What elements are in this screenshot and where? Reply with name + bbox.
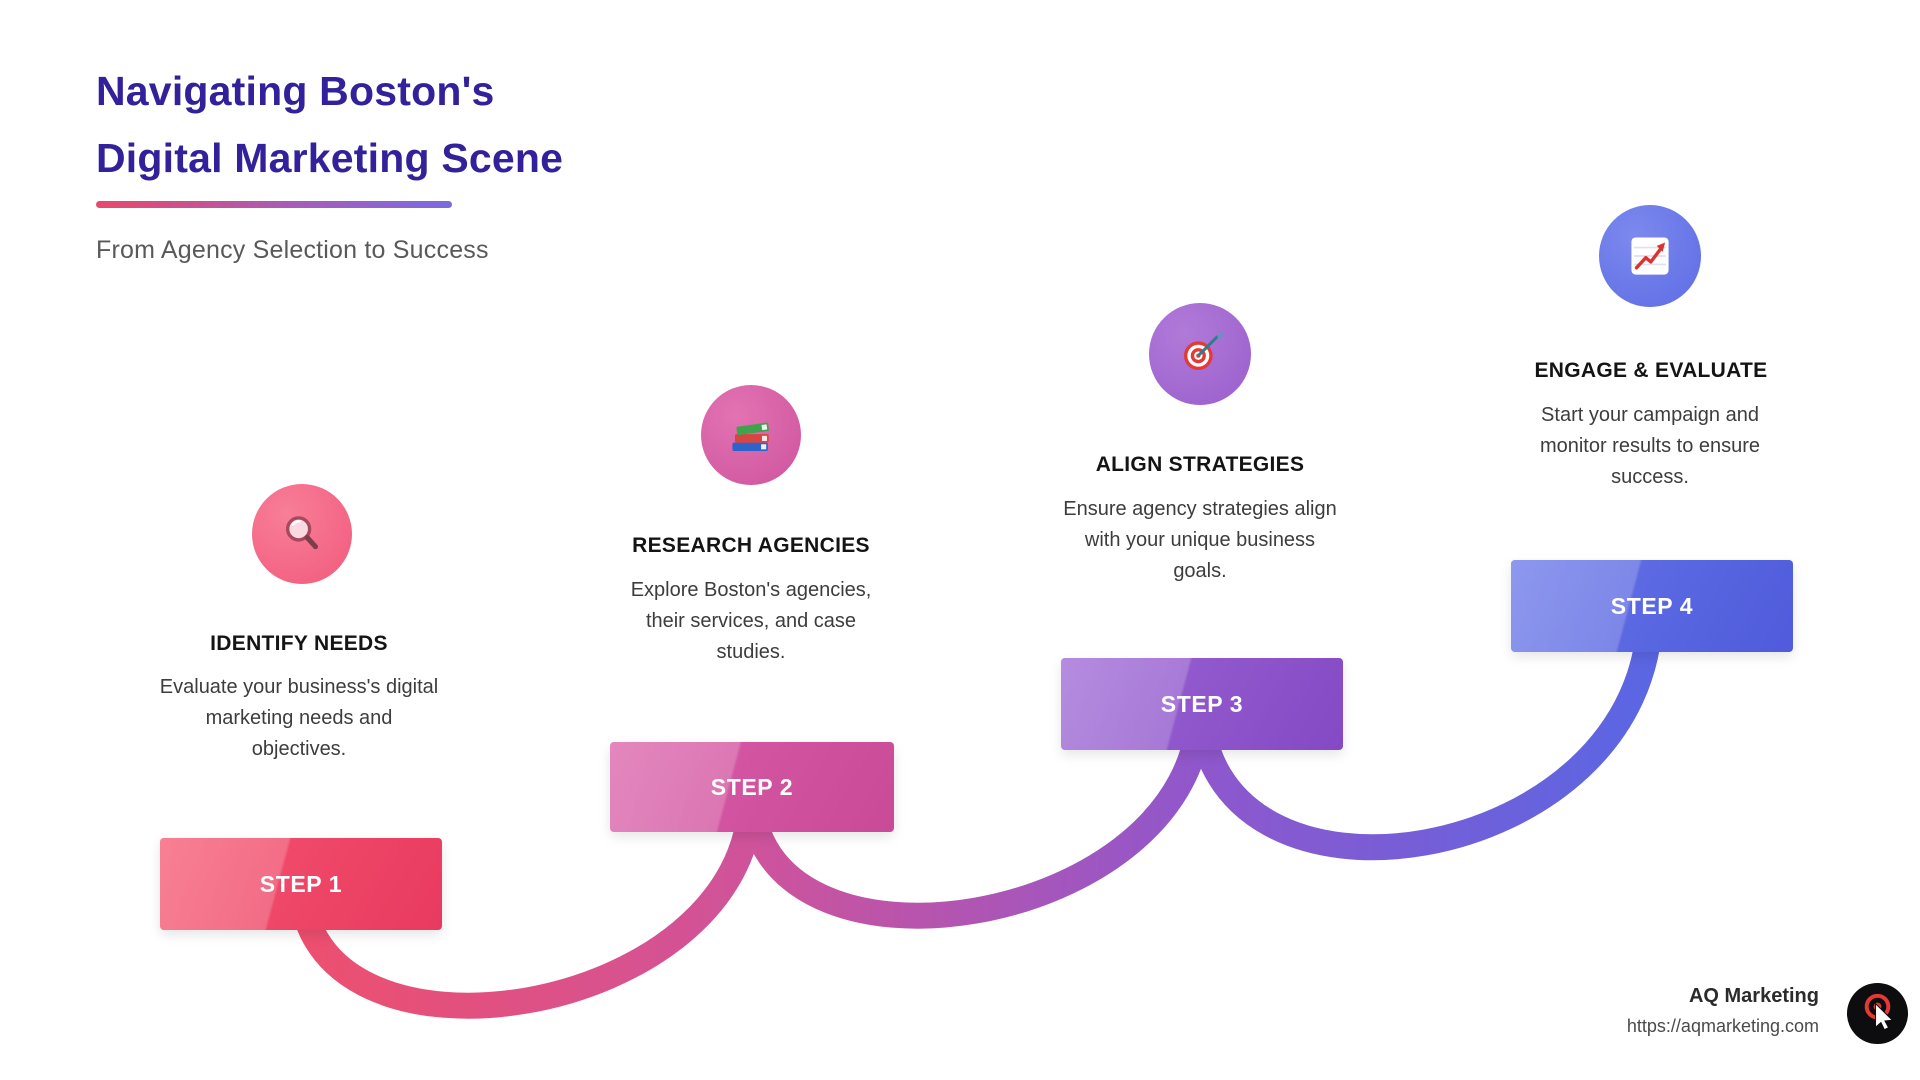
page-title-line2: Digital Marketing Scene [96, 135, 564, 181]
footer-url-link[interactable]: https://aqmarketing.com [1626, 1016, 1819, 1036]
title-underline [96, 201, 452, 208]
chart-icon [1631, 237, 1669, 275]
step-3-title: ALIGN STRATEGIES [1095, 453, 1305, 476]
step-4-icon-circle [1599, 205, 1701, 307]
step-3-box: STEP 3 [1061, 658, 1343, 750]
step-2-icon-circle [701, 385, 801, 485]
step-3-icon-circle [1149, 303, 1251, 405]
step-1-icon-circle [252, 484, 352, 584]
connector-3-4 [1187, 597, 1663, 861]
step-1-box: STEP 1 [160, 838, 442, 930]
footer-brand: AQ Marketing [1688, 985, 1819, 1007]
footer: AQ Marketing https://aqmarketing.com [1627, 985, 1819, 1037]
step-2-label: STEP 2 [710, 773, 794, 800]
page-subtitle: From Agency Selection to Success [96, 236, 489, 264]
step-4-title: ENGAGE & EVALUATE [1534, 359, 1768, 382]
step-2-description: Explore Boston's agencies, their service… [630, 579, 872, 663]
connector-2-3 [738, 692, 1213, 929]
magnifier-icon [285, 516, 319, 550]
page-title: Navigating Boston's Digital Marketing Sc… [96, 58, 563, 192]
step-3-description: Ensure agency strategies align with your… [1063, 498, 1337, 582]
step-1-label: STEP 1 [259, 870, 343, 897]
step-1-description: Evaluate your business's digital marketi… [159, 676, 439, 760]
step-4-label: STEP 4 [1610, 592, 1694, 619]
page-title-line1: Navigating Boston's [96, 68, 495, 114]
connector-1-2 [288, 782, 764, 1019]
step-2-box: STEP 2 [610, 742, 894, 832]
step-1-title: IDENTIFY NEEDS [210, 632, 388, 655]
step-2-title: RESEARCH AGENCIES [632, 534, 870, 557]
brand-logo-icon [1846, 982, 1909, 1045]
step-4-box: STEP 4 [1511, 560, 1793, 652]
step-3-label: STEP 3 [1160, 690, 1244, 717]
books-icon [732, 422, 769, 452]
step-4-description: Start your campaign and monitor results … [1539, 404, 1761, 488]
target-icon [1183, 330, 1224, 371]
